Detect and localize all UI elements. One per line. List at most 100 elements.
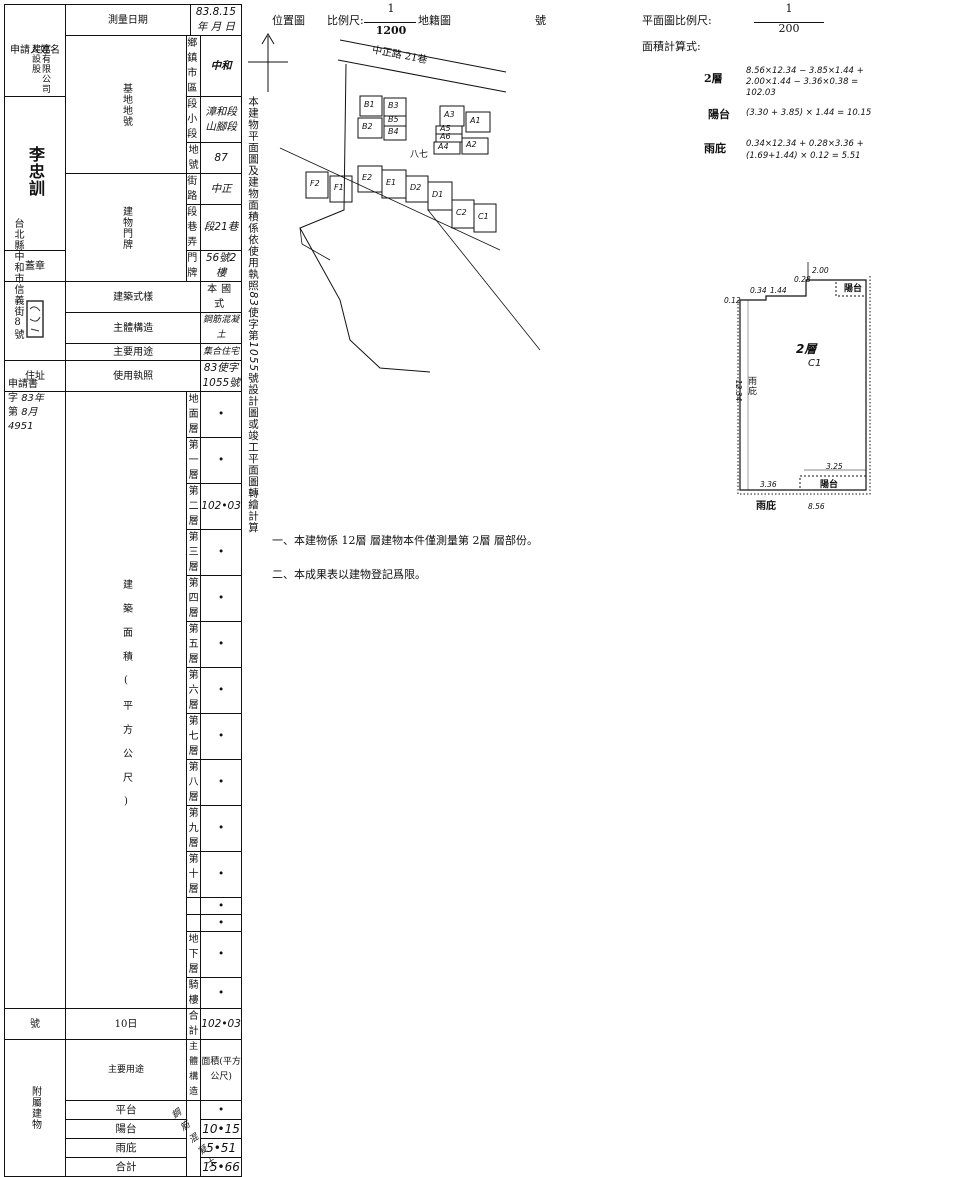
building-label: D1	[432, 190, 444, 199]
floor-value: •	[200, 437, 242, 484]
total-label: 合計	[185, 1008, 202, 1040]
calc-balcony-formula: (3.30 + 3.85) × 1.44 = 10.15	[746, 108, 872, 118]
app-doc-no: 號	[4, 1008, 66, 1040]
annex-use: 合計	[65, 1157, 187, 1177]
floor-name	[185, 914, 202, 932]
balcony-top-label: 陽台	[844, 284, 863, 294]
floor-value: •	[200, 805, 242, 852]
floor-name	[185, 897, 202, 915]
location-scale-label: 比例尺:	[327, 14, 364, 27]
building-label: B2	[362, 122, 373, 131]
floor-value: •	[200, 621, 242, 668]
dim-325: 3.25	[826, 462, 843, 471]
structure-label: 建築式樣	[64, 281, 202, 313]
building-block	[427, 181, 453, 211]
building-label: B3	[388, 101, 399, 110]
floor-value: •	[200, 713, 242, 760]
canopy-bottom-label: 雨庇	[756, 501, 776, 512]
building-block	[305, 171, 329, 199]
floor-name: 第七層	[185, 713, 202, 760]
calc-canopy-label: 雨庇	[704, 142, 726, 155]
building-label: B5	[388, 115, 399, 124]
building-label: A3	[444, 110, 455, 119]
floor-name: 第八層	[185, 759, 202, 806]
base-group-label: 基地地號	[65, 35, 187, 174]
building-label: D2	[410, 183, 422, 192]
building-label: A4	[438, 142, 449, 151]
building-label: B4	[388, 127, 399, 136]
floor-name: 第六層	[185, 667, 202, 714]
building-label: C1	[478, 212, 489, 221]
road-lines	[337, 39, 507, 93]
annex-group-label: 附屬建物	[4, 1039, 66, 1177]
building-label: E1	[386, 178, 397, 187]
location-map-drawing	[248, 33, 541, 373]
floor-value: 102•03	[200, 483, 242, 530]
building-label: A1	[470, 116, 481, 125]
room-label: 2層	[796, 342, 817, 356]
floor-value: •	[200, 759, 242, 806]
seal-stamp-icon	[26, 299, 44, 338]
dim-1234: 12.34	[734, 379, 744, 402]
floor-value: •	[200, 914, 242, 932]
dim-856: 8.56	[808, 502, 825, 511]
street-value: 中正	[200, 173, 242, 205]
building-label: A6	[440, 132, 451, 141]
license-value: 83使字1055號	[200, 360, 242, 392]
annex-use: 雨庇	[65, 1138, 187, 1158]
building-block	[357, 117, 383, 139]
building-block	[359, 95, 383, 117]
floor-value: •	[200, 931, 242, 978]
calc-2f-formula: 8.56×12.34 − 3.85×1.44 + 2.00×1.44 − 3.3…	[746, 66, 864, 98]
building-block	[461, 137, 489, 155]
annex-value: •	[200, 1100, 242, 1120]
building-block	[383, 125, 407, 141]
calc-2f-label: 2層	[704, 72, 723, 85]
lane-label-map: 八七	[410, 150, 429, 160]
dim-034: 0.34	[750, 286, 767, 295]
floor-value: •	[200, 851, 242, 898]
vertical-note: 本建物平面圖及建物面積係依使用執照83使字第1055號設計圖或竣工平面圖轉繪計算	[247, 96, 259, 534]
floor-value: •	[200, 977, 242, 1009]
annex-value: 10•15	[200, 1119, 242, 1139]
building-block	[329, 175, 353, 203]
app-doc-month: 8月	[21, 407, 38, 418]
location-scale-num: 1	[387, 2, 395, 15]
floor-name: 第九層	[185, 805, 202, 852]
app-doc-label: 申請書	[8, 379, 38, 390]
floor-name: 第五層	[185, 621, 202, 668]
plan-scale-num: 1	[785, 2, 793, 15]
app-doc-code: 4951	[8, 421, 34, 432]
floor-name: 地面層	[185, 391, 202, 438]
floor-name: 第一層	[185, 437, 202, 484]
annex-header-structure: 主體構造	[185, 1039, 202, 1101]
floor-name: 第十層	[185, 851, 202, 898]
lane-label: 段巷弄	[185, 204, 202, 251]
calc-label: 面積計算式:	[642, 40, 701, 53]
cadastral-label: 地籍圖	[418, 14, 451, 27]
door-group-label: 建物門牌	[65, 173, 187, 282]
building-label: C2	[456, 208, 467, 217]
building-block	[465, 111, 491, 133]
section-label: 段小段	[185, 96, 202, 143]
plan-scale-label: 平面圖比例尺:	[642, 14, 712, 27]
north-arrow-icon	[248, 33, 288, 92]
floor-plan-drawing	[737, 262, 871, 495]
floor-value: •	[200, 897, 242, 915]
building-label: F2	[310, 179, 320, 188]
floor-name: 地下層	[185, 931, 202, 978]
building-label: A5	[440, 124, 451, 133]
applicant-label: 申請人姓名	[4, 4, 66, 97]
building-label: A2	[466, 140, 477, 149]
app-doc-word: 字	[8, 393, 18, 404]
main-structure-label: 主體構造	[64, 312, 202, 344]
canopy-side-label: 雨庇	[746, 376, 756, 396]
lot-label: 地號	[185, 142, 202, 174]
applicant-company: 富有限公司 建設股	[30, 44, 50, 94]
number-value: 56號2樓	[200, 250, 242, 282]
dim-336: 3.36	[760, 480, 777, 489]
dim-top: 2.00	[812, 266, 829, 275]
main-structure-value: 鋼筋混凝土	[200, 312, 242, 344]
location-scale-den: 1200	[375, 24, 407, 37]
dim-144: 1.44	[770, 286, 787, 295]
